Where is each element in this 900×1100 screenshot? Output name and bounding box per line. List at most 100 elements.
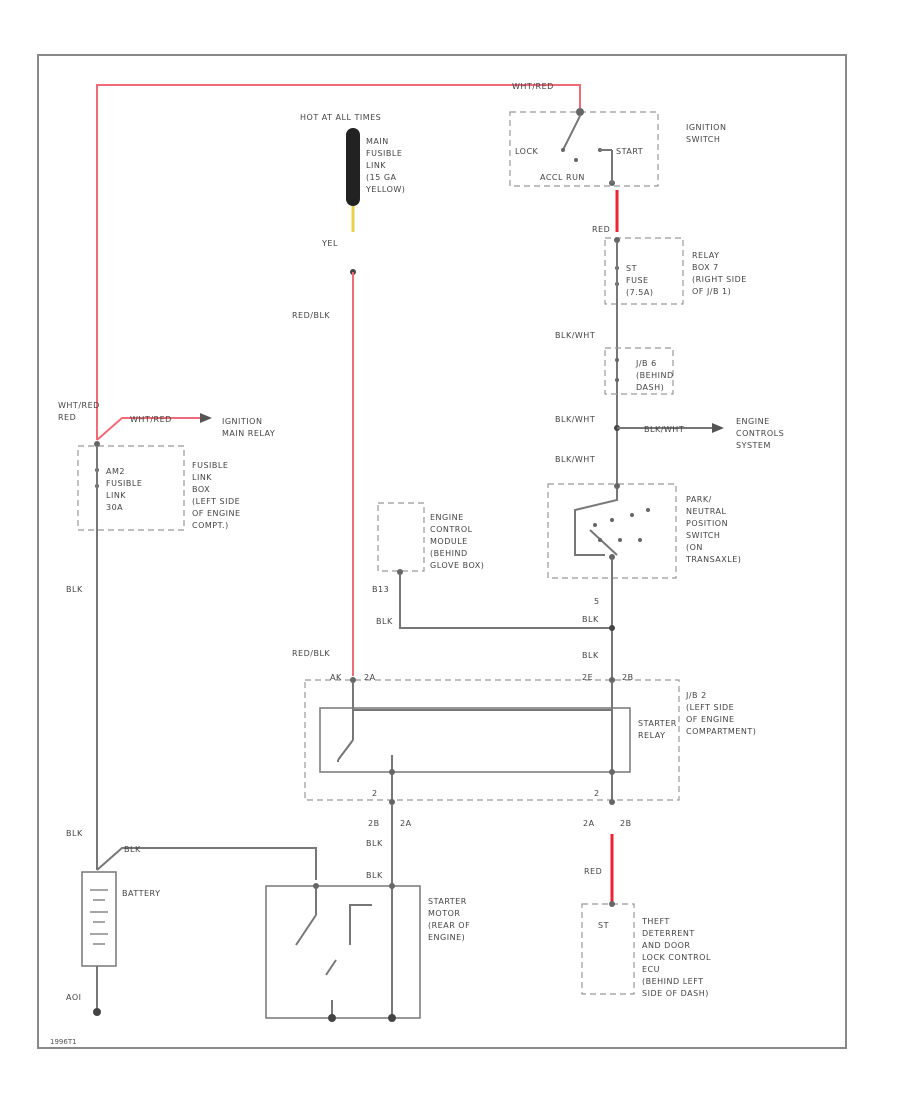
- label-mfl-1: MAIN: [366, 137, 389, 146]
- label-pin-2a-bot: 2A: [400, 819, 412, 828]
- label-am-3: LINK: [106, 491, 126, 500]
- label-wht-red-left: WHT/RED: [58, 401, 100, 410]
- jb2-pin-left-bot: [389, 799, 395, 805]
- label-blk-wht-1: BLK/WHT: [555, 331, 595, 340]
- relay-switch-blade: [337, 739, 354, 761]
- label-flb-5: OF ENGINE: [192, 509, 241, 518]
- label-pnp-3: POSITION: [686, 519, 728, 528]
- flb-top-pin: [94, 441, 100, 447]
- wire-battery-to-starter: [96, 847, 317, 880]
- label-am-4: 30A: [106, 503, 123, 512]
- label-ecm-3: MODULE: [430, 537, 468, 546]
- label-pin-2a: 2A: [364, 673, 376, 682]
- label-flb-1: FUSIBLE: [192, 461, 228, 470]
- label-relay-box-1: RELAY: [692, 251, 720, 260]
- label-red-bot: RED: [584, 867, 602, 876]
- label-jb6-1: J/B 6: [635, 359, 657, 368]
- label-theft-3: AND DOOR: [642, 941, 690, 950]
- label-main-relay-2: MAIN RELAY: [222, 429, 275, 438]
- label-pin-2b: 2B: [622, 673, 634, 682]
- label-blk-starter: BLK: [366, 839, 383, 848]
- label-b13: B13: [372, 585, 389, 594]
- starter-motor-path: [349, 904, 372, 945]
- wire-wht-red-to-main-relay: [96, 417, 200, 441]
- label-red-blk-1: RED/BLK: [292, 311, 330, 320]
- label-blk-mid: BLK: [376, 617, 393, 626]
- label-ecm-2: CONTROL: [430, 525, 473, 534]
- label-engine-controls-3: SYSTEM: [736, 441, 771, 450]
- label-theft-2: DETERRENT: [642, 929, 695, 938]
- label-battery: BATTERY: [122, 889, 160, 898]
- label-reference: 1996T1: [50, 1038, 77, 1046]
- theft-ecu-pin: [609, 901, 615, 907]
- outer-frame: [37, 54, 847, 1049]
- label-pin-a4: AK: [330, 673, 342, 682]
- label-red-blk-2: RED/BLK: [292, 649, 330, 658]
- ignition-lock-contact: [561, 148, 565, 152]
- ecm-pin: [397, 569, 403, 575]
- label-jb2-4: COMPARTMENT): [686, 727, 756, 736]
- pnp-inner-path: [574, 490, 618, 556]
- theft-ecu-box: [581, 903, 635, 995]
- label-starter-relay-2: RELAY: [638, 731, 666, 740]
- label-mfl-5: YELLOW): [365, 185, 405, 194]
- label-ecm-4: (BEHIND: [430, 549, 468, 558]
- label-hot-at-all-times: HOT AT ALL TIMES: [300, 113, 381, 122]
- battery-box: [81, 871, 117, 967]
- label-flb-2: LINK: [192, 473, 212, 482]
- jb2-box: [304, 679, 680, 801]
- pnp-dot-2: [610, 518, 614, 522]
- label-blk-wht-3: BLK/WHT: [644, 425, 684, 434]
- label-flb-6: COMPT.): [192, 521, 229, 530]
- ignition-accl-contact: [574, 158, 578, 162]
- label-blk-wht-4: BLK/WHT: [555, 455, 595, 464]
- label-starter-1: STARTER: [428, 897, 467, 906]
- ignition-switch-pin: [576, 108, 584, 116]
- label-st: ST: [598, 921, 609, 930]
- label-am-2: FUSIBLE: [106, 479, 142, 488]
- pnp-dot-5: [598, 538, 602, 542]
- label-pin-2a-bot-right: 2A: [583, 819, 595, 828]
- label-jb6-2: (BEHIND: [636, 371, 674, 380]
- jb2-pin-left-top: [350, 677, 356, 683]
- label-jb6-3: DASH): [636, 383, 664, 392]
- ignition-switch-contact: [562, 115, 581, 151]
- label-wht-red-horiz: WHT/RED: [130, 415, 172, 424]
- ground-starter-right: [388, 1014, 396, 1022]
- pnp-dot-7: [638, 538, 642, 542]
- wire-wht-red-top: [96, 84, 581, 440]
- starter-inner-contact: [325, 959, 337, 976]
- label-starter-2: MOTOR: [428, 909, 460, 918]
- starter-solenoid-blade: [295, 914, 317, 946]
- label-wht-red-left-red: RED: [58, 413, 76, 422]
- label-blk-bat: BLK: [66, 829, 83, 838]
- label-starter-4: ENGINE): [428, 933, 465, 942]
- ground-starter-left: [328, 1014, 336, 1022]
- pnp-dot-1: [593, 523, 597, 527]
- label-st-fuse-2: FUSE: [626, 276, 649, 285]
- starter-pin-left: [313, 883, 319, 889]
- label-starter-3: (REAR OF: [428, 921, 470, 930]
- label-ecm-5: GLOVE BOX): [430, 561, 484, 570]
- label-pin-2e: 2E: [582, 673, 593, 682]
- label-mfl-2: FUSIBLE: [366, 149, 402, 158]
- label-engine-controls-2: CONTROLS: [736, 429, 784, 438]
- arrow-main-relay: [200, 413, 212, 423]
- ground-battery: [93, 1008, 101, 1016]
- label-accl-run: ACCL RUN: [540, 173, 585, 182]
- label-pin-2-left: 2: [372, 789, 378, 798]
- label-starter-relay-1: STARTER: [638, 719, 677, 728]
- label-theft-6: (BEHIND LEFT: [642, 977, 704, 986]
- pnp-dot-3: [630, 513, 634, 517]
- label-theft-4: LOCK CONTROL: [642, 953, 711, 962]
- starter-pin-right: [389, 883, 395, 889]
- relay-pin-out-right: [609, 769, 615, 775]
- label-blk-wht-2: BLK/WHT: [555, 415, 595, 424]
- label-wht-red-top: WHT/RED: [512, 82, 554, 91]
- label-pin-3b: 2B: [368, 819, 380, 828]
- label-ground: AOI: [66, 993, 82, 1002]
- main-fusible-link: [346, 128, 360, 206]
- arrow-engine-controls: [712, 423, 724, 433]
- jb6-box: [604, 347, 674, 395]
- label-theft-5: ECU: [642, 965, 660, 974]
